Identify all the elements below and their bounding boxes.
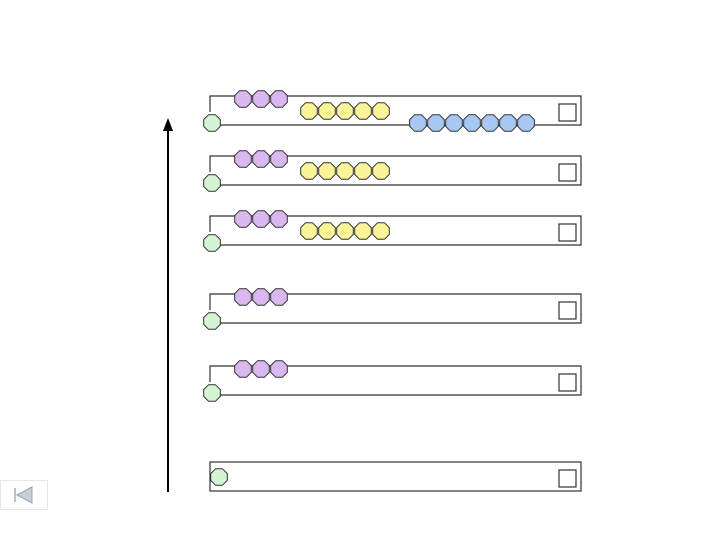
- yellow-bead: [372, 162, 390, 180]
- green-bead: [203, 234, 221, 252]
- purple-bead: [234, 90, 252, 108]
- bead-row-2: [203, 150, 582, 192]
- yellow-bead: [336, 162, 354, 180]
- row-checkbox-6[interactable]: [558, 469, 577, 488]
- blue-bead: [463, 114, 481, 132]
- blue-bead: [445, 114, 463, 132]
- yellow-bead: [318, 222, 336, 240]
- yellow-bead: [300, 222, 318, 240]
- row-bar: [209, 365, 582, 396]
- yellow-bead: [318, 102, 336, 120]
- yellow-bead: [336, 222, 354, 240]
- blue-bead: [517, 114, 535, 132]
- blue-bead: [427, 114, 445, 132]
- purple-bead: [252, 210, 270, 228]
- row-checkbox-2[interactable]: [558, 163, 577, 182]
- yellow-bead: [300, 102, 318, 120]
- yellow-bead: [300, 162, 318, 180]
- purple-bead: [270, 150, 288, 168]
- purple-bead: [252, 90, 270, 108]
- green-bead: [203, 114, 221, 132]
- green-bead: [203, 384, 221, 402]
- blue-bead: [409, 114, 427, 132]
- purple-bead: [270, 288, 288, 306]
- row-checkbox-5[interactable]: [558, 373, 577, 392]
- blue-bead: [481, 114, 499, 132]
- yellow-bead: [354, 102, 372, 120]
- purple-bead: [270, 210, 288, 228]
- row-bar: [209, 155, 582, 186]
- yellow-bead: [336, 102, 354, 120]
- triangle-left-icon: [14, 486, 33, 504]
- purple-bead: [234, 360, 252, 378]
- row-bar: [209, 461, 582, 492]
- yellow-bead: [354, 222, 372, 240]
- row-bar: [209, 293, 582, 324]
- bead-row-1: [203, 90, 582, 132]
- purple-bead: [252, 288, 270, 306]
- purple-bead: [270, 360, 288, 378]
- arrow-head-icon: [163, 118, 173, 131]
- row-checkbox-3[interactable]: [558, 223, 577, 242]
- bead-row-3: [203, 210, 582, 252]
- purple-bead: [234, 210, 252, 228]
- purple-bead: [234, 288, 252, 306]
- bead-row-6: [209, 461, 582, 492]
- purple-bead: [234, 150, 252, 168]
- yellow-bead: [372, 102, 390, 120]
- bead-row-5: [203, 360, 582, 402]
- purple-bead: [252, 150, 270, 168]
- purple-bead: [252, 360, 270, 378]
- purple-bead: [270, 90, 288, 108]
- row-checkbox-1[interactable]: [558, 103, 577, 122]
- yellow-bead: [372, 222, 390, 240]
- green-bead: [203, 174, 221, 192]
- yellow-bead: [354, 162, 372, 180]
- green-bead: [203, 312, 221, 330]
- blue-bead: [499, 114, 517, 132]
- row-bar: [209, 215, 582, 246]
- green-bead: [210, 468, 228, 486]
- yellow-bead: [318, 162, 336, 180]
- bead-row-4: [203, 288, 582, 330]
- row-checkbox-4[interactable]: [558, 301, 577, 320]
- previous-slide-button[interactable]: [0, 480, 48, 510]
